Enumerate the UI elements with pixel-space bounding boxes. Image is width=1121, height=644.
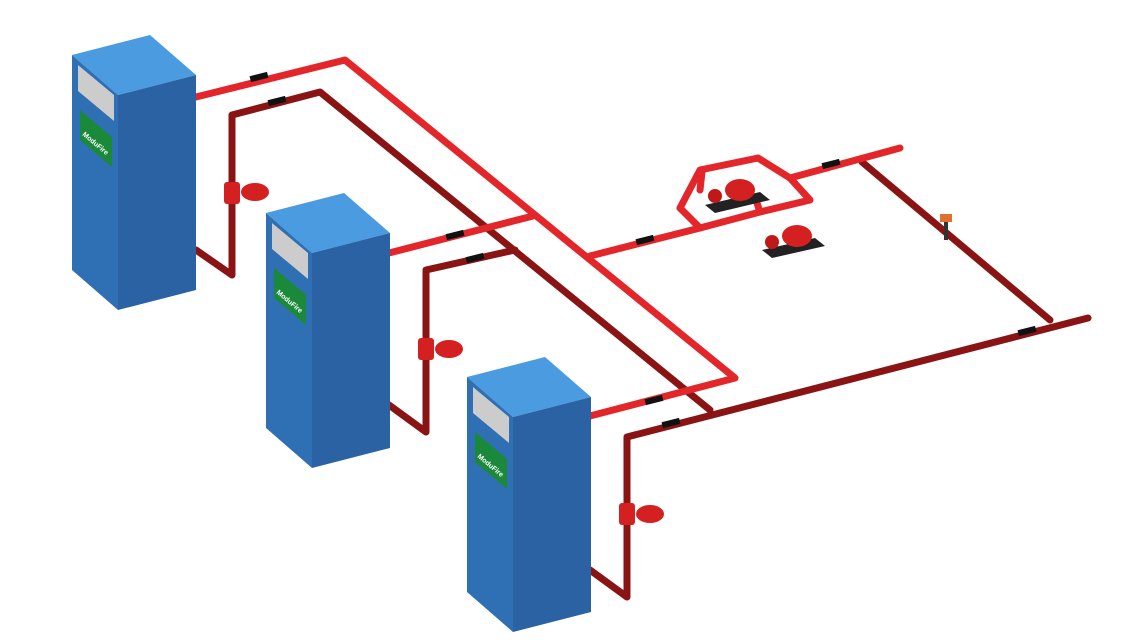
- pump-icon: [705, 179, 770, 213]
- control-panel: [78, 65, 114, 121]
- pump-icon: [619, 503, 664, 525]
- control-panel: [473, 387, 509, 443]
- valve-icon: [940, 214, 952, 240]
- boiler-pumps: [224, 182, 664, 525]
- control-panel: [272, 223, 308, 279]
- boiler-2: ModuFire: [266, 193, 390, 468]
- boiler-3: ModuFire: [467, 357, 591, 632]
- pump-icon: [762, 225, 825, 258]
- boiler-1: ModuFire: [72, 35, 196, 310]
- brand-logo: [475, 432, 507, 489]
- pump-icon: [418, 338, 463, 360]
- pump-icon: [224, 182, 269, 204]
- brand-logo: [80, 110, 112, 167]
- system-pumps: [705, 179, 952, 258]
- brand-logo: [274, 268, 306, 325]
- flow-arrows: [249, 71, 1037, 429]
